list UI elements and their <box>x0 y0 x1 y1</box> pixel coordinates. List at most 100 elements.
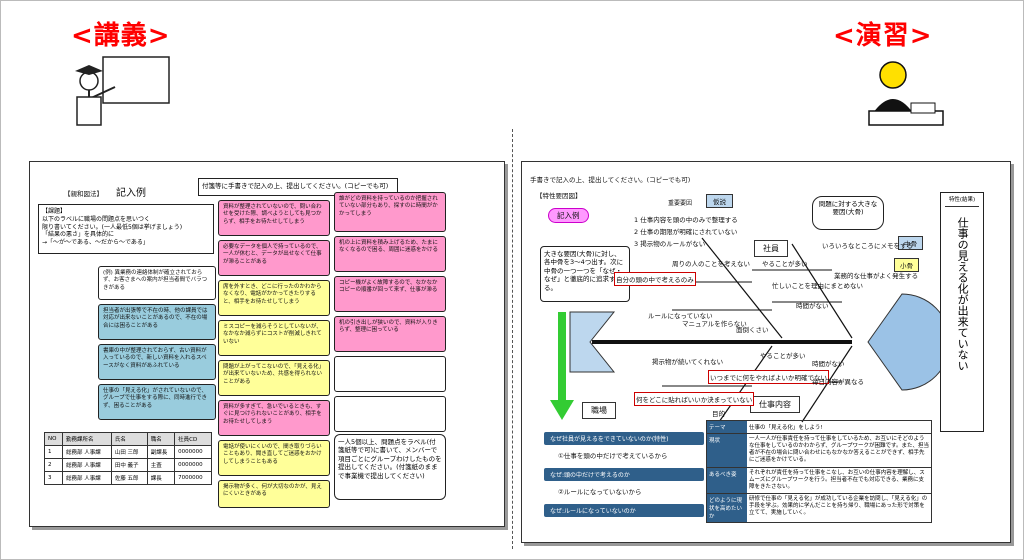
table-cell: 0000000 <box>174 458 212 472</box>
fishbone-label: 業務的な仕事がよく発生する <box>834 272 919 280</box>
employee-table: NO 勤務課所名 氏名 職名 社員CD 1 総務部 人事課 山田 三郎 副課長 … <box>43 432 212 485</box>
cause-item: 2 仕事の期限が明確にされていない <box>634 228 738 236</box>
table-cell: 7000000 <box>174 471 212 485</box>
why-item: なぜ:ルールになっていないのか <box>544 504 704 517</box>
table-cell: 山田 三郎 <box>110 445 148 459</box>
bone-label-work-content: 仕事内容 <box>750 396 800 413</box>
right-method-tag: 【特性要因図】 <box>536 192 582 200</box>
purpose-table: テーマ 仕事の「見える化」をしよう! 現状 一人一人が仕事責任を持って仕事をして… <box>706 420 932 523</box>
table-row: 1 総務部 人事課 山田 三郎 副課長 0000000 <box>43 445 212 459</box>
affinity-note: 机の上に資料を積み上げるため、たまになくなるので困る、周囲に迷惑をかける <box>334 236 446 272</box>
affinity-note: 誰がどの資料を持っているのか把握されていない部分もあり、探すのに時間がかかってし… <box>334 192 446 232</box>
table-header: 勤務課所名 <box>62 432 112 446</box>
purpose-head: テーマ <box>707 421 747 433</box>
fishbone-label: いつまでに何をやればよいか明確でない <box>708 370 829 384</box>
characteristic-box: 特性(結果) 仕事の見える化が出来ていない <box>940 192 984 432</box>
fishbone-label: いろいろなところにメモをする <box>822 242 913 250</box>
blank-note <box>334 396 446 432</box>
right-instruction: 手書きで記入の上、提出してください。(コピーでも可) <box>530 176 691 184</box>
center-divider <box>512 129 513 549</box>
affinity-note: コピー機がよく故障するので、なかなかコピーの順番が回って来ず、仕事が滞る <box>334 276 446 312</box>
main-cause-label: 重要要因 <box>668 200 693 207</box>
table-header: 職名 <box>146 432 176 446</box>
fishbone-label: 周りの人のことを考えない <box>672 260 750 268</box>
table-cell: 総務部 人事課 <box>62 458 112 472</box>
example-title: 記入例 <box>116 188 146 199</box>
purpose-value: 一人一人が仕事責任を持って仕事をしているため、お互いにそどのような仕事をしている… <box>749 436 929 464</box>
characteristic-text: 仕事の見える化が出来ていない <box>956 217 970 372</box>
fishbone-label: 掲示物が続いてくれない <box>652 358 724 366</box>
table-cell: 総務部 人事課 <box>62 471 112 485</box>
affinity-note: 必要なデータを個人で持っているので、一人が休むと、データが出せなくて仕事が滞るこ… <box>218 240 330 276</box>
example-label: 記入例 <box>548 208 589 223</box>
lecturer-icon <box>75 56 170 126</box>
purpose-head: あるべき姿 <box>707 467 747 493</box>
table-cell: 課長 <box>146 471 176 485</box>
table-cell: 0000000 <box>174 445 212 459</box>
purpose-value: それぞれが責任を持って仕事をこなし、お互いの仕事内容を理解し、スムーズにグループ… <box>749 469 925 490</box>
purpose-row: 現状 一人一人が仕事責任を持って仕事をしているため、お互いにそどのような仕事をし… <box>707 434 931 468</box>
affinity-note: 机の引き出しが狭いので、資料が入りきらず、整理に困っている <box>334 316 446 352</box>
purpose-value: 研修で仕事の「見える化」が成功している企業を訪問し、「見える化」の手段を学ぶ。効… <box>749 495 928 517</box>
table-cell: 主査 <box>146 458 176 472</box>
fishbone-label: 面倒くさい <box>736 326 769 334</box>
fishbone-label: ルールになっていない <box>648 312 713 320</box>
affinity-note: 書庫の中が整理されておらず、古い資料が入っているので、新しい資料を入れるスペース… <box>98 344 216 380</box>
affinity-note: 資料が多すぎて、急いでいるときも、すぐに見つけられないことがあり、相手をお待たせ… <box>218 400 330 436</box>
affinity-note: 掲示物が多く、何が大切なのかが、見えにくいときがある <box>218 480 330 508</box>
cause-item: 1 仕事内容を頭の中のみで整理する <box>634 216 738 224</box>
hypothesis-label: 仮説 <box>706 194 733 208</box>
table-cell: 3 <box>43 471 64 485</box>
table-header: 社員CD <box>174 432 212 446</box>
affinity-note: 担当者が出張等で不在の時、他の課員では対応が出来ないことがあるので、不在の場合に… <box>98 304 216 340</box>
fishbone-label: 毎日内容が異なる <box>812 378 864 386</box>
table-header: NO <box>43 432 64 446</box>
why-item: ①仕事を頭の中だけで考えているから <box>558 452 668 460</box>
student-icon <box>868 61 944 126</box>
table-cell: 総務部 人事課 <box>62 445 112 459</box>
fishbone-label: マニュアルを作らない <box>682 320 747 328</box>
affinity-note: 資料が整理されていないので、問い合わせを受けた際、調べようとしても見つからず、相… <box>218 200 330 236</box>
affinity-note: 電話が使いにくいので、間き取りづらいこともあり、聞き直してご迷惑をおかけしてしま… <box>218 440 330 476</box>
table-cell: 1 <box>43 445 64 459</box>
affinity-diagram-panel: 【親和図法】 記入例 付箋等に手書きで記入の上、提出してください。(コピーでも可… <box>29 161 505 527</box>
purpose-label: 目的 <box>712 410 725 418</box>
purpose-row: テーマ 仕事の「見える化」をしよう! <box>707 421 931 434</box>
example-note: (例) 異業務の連絡体制が確立されておらず、お客さまへの案内が担当者間でバラつき… <box>98 266 216 300</box>
bone-label-staff: 社員 <box>754 240 788 257</box>
fishbone-label: 忙しいことを理由にまとめない <box>772 282 863 290</box>
why-item: なぜ:頭の中だけで考えるのか <box>544 468 704 481</box>
fishbone-diagram <box>550 237 951 433</box>
middle-bone-tag: 中骨 <box>898 236 923 250</box>
fishbone-label: 自分の頭の中で考えるのみ <box>614 272 696 286</box>
why-item: ②ルールになっていないから <box>558 488 642 496</box>
method-tag: 【親和図法】 <box>64 190 103 198</box>
affinity-note: 仕事の「見える化」がされていないので、グループで仕事をする際に、同時進行できず、… <box>98 384 216 420</box>
affinity-note: ミスコピーを減らそうとしていないが、なかなか減らずにコストが削減しきれていない <box>218 320 330 356</box>
purpose-row: あるべき姿 それぞれが責任を持って仕事をこなし、お互いの仕事内容を理解し、スムー… <box>707 467 931 494</box>
task-box: 【課題】 以下のラベルに職場の問題点を思いつく 限り書いてください。(一人最低5… <box>38 204 214 254</box>
lecture-heading: <講義> <box>71 21 171 51</box>
purpose-head: どのように現状を高めたいか <box>707 493 747 522</box>
fishbone-label: 何をどこに貼ればいいか決まっていない <box>634 392 755 406</box>
characteristic-head: 特性(結果) <box>945 197 979 208</box>
affinity-note: 席を外すとき、どこに行ったのかわからなくなり、電話がかかってきたりすると、相手を… <box>218 280 330 316</box>
table-row: 3 総務部 人事課 佐藤 五郎 課長 7000000 <box>43 471 212 485</box>
instruction-box: 付箋等に手書きで記入の上、提出してください。(コピーでも可) <box>198 178 398 196</box>
why-item: なぜ社員が見えるをできていないのか(特性) <box>544 432 704 445</box>
table-cell: 田中 義子 <box>110 458 148 472</box>
purpose-row: どのように現状を高めたいか 研修で仕事の「見える化」が成功している企業を訪問し、… <box>707 493 931 522</box>
exercise-heading: <演習> <box>833 21 933 51</box>
table-header-row: NO 勤務課所名 氏名 職名 社員CD <box>43 432 212 446</box>
table-row: 2 総務部 人事課 田中 義子 主査 0000000 <box>43 458 212 472</box>
fishbone-label: 時間がない <box>796 302 829 310</box>
purpose-value: 仕事の「見える化」をしよう! <box>749 425 823 431</box>
fishbone-panel: 手書きで記入の上、提出してください。(コピーでも可) 【特性要因図】 記入例 重… <box>521 161 1011 543</box>
purpose-head: 現状 <box>707 434 747 467</box>
table-header: 氏名 <box>110 432 148 446</box>
big-cause-bubble: 問題に対する大きな要因(大骨) <box>812 196 884 230</box>
fishbone-label: 時間がない <box>812 360 845 368</box>
submit-instruction-box: 一人5個以上、問題点をラベル(付箋紙等で可)に書いて、メンバーで項目ごとにグルー… <box>334 434 446 500</box>
bone-label-workplace: 職場 <box>582 402 616 419</box>
